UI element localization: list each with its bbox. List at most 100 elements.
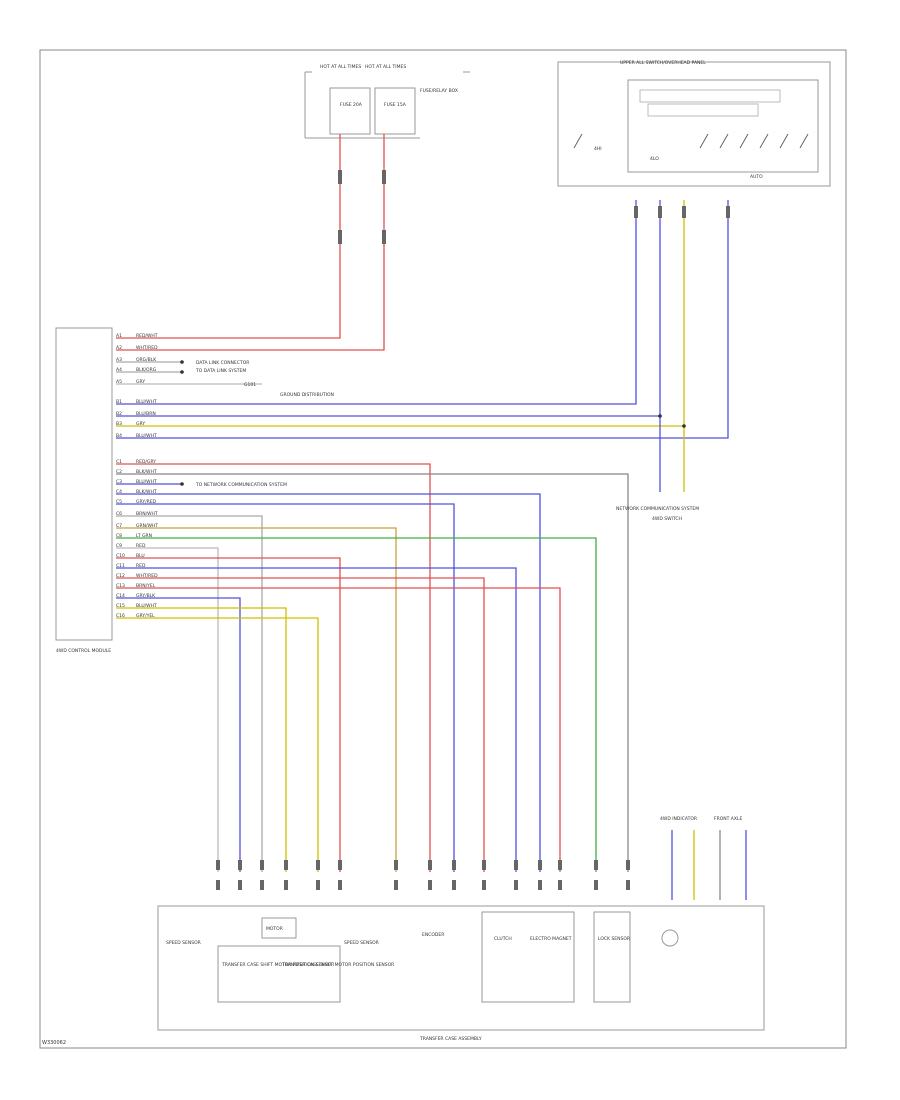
- wire-color-label: RED: [136, 563, 146, 569]
- electromagnet-label: ELECTRO MAGNET: [530, 936, 572, 942]
- connector-pin: [558, 860, 562, 870]
- front-axle-label: FRONT AXLE: [714, 816, 742, 822]
- encoder-label: ENCODER: [422, 932, 444, 938]
- junction-dot: [682, 424, 686, 428]
- wire-color-label: BLK/WHT: [136, 489, 157, 495]
- ecm-pin-label: C11: [116, 563, 125, 569]
- ecm-box: [55, 327, 113, 641]
- ecm-pin-label: C10: [116, 553, 125, 559]
- connector-pin: [452, 860, 456, 870]
- wire-color-label: RED/GRY: [136, 459, 156, 465]
- connector-pin: [338, 170, 342, 184]
- connector-pin: [394, 880, 398, 890]
- wire-c9: [116, 547, 219, 872]
- ecm-pin-label: B4: [116, 433, 122, 439]
- lock-sensor-label: LOCK SENSOR: [598, 936, 630, 942]
- connector-pin: [452, 880, 456, 890]
- ecm-pin-label: C7: [116, 523, 122, 529]
- connector-pin: [634, 206, 638, 218]
- wire-color-label: GRN/WHT: [136, 523, 158, 529]
- wire-color-label: ORG/BLK: [136, 357, 157, 363]
- wire-color-label: GRY/RED: [136, 499, 157, 505]
- wire-c1: [116, 463, 431, 872]
- ecm-pin-label: C8: [116, 533, 122, 539]
- ecm-pin-label: C1: [116, 459, 122, 465]
- fuse-right-label: FUSE 15A: [384, 102, 407, 108]
- wire-color-label: WHT/RED: [136, 345, 158, 351]
- ecm-pin-label: B2: [116, 411, 122, 417]
- note-data-link: DATA LINK CONNECTOR: [196, 360, 249, 366]
- wire-c5: [116, 503, 455, 872]
- connector-pin: [538, 880, 542, 890]
- ecm-pin-label: A3: [116, 357, 122, 363]
- wire-c10: [116, 557, 341, 872]
- wire-c6: [116, 515, 263, 872]
- connector-pin: [394, 860, 398, 870]
- ecm-pin-label: C2: [116, 469, 122, 475]
- note-switch-ground: 4WD SWITCH: [652, 516, 682, 522]
- wire-color-label: BLU: [136, 553, 145, 559]
- connector-pin: [482, 860, 486, 870]
- figure-id: W330062: [42, 1040, 66, 1046]
- ecm-pin-label: A5: [116, 379, 122, 385]
- ecm-pin-label: C12: [116, 573, 125, 579]
- connector-pin: [316, 860, 320, 870]
- connector-pin: [382, 170, 386, 184]
- wire-color-label: GRY/BLK: [136, 593, 156, 599]
- connector-pin: [260, 860, 264, 870]
- connector-pin: [338, 860, 342, 870]
- ecm-pin-label: A4: [116, 367, 122, 373]
- connector-pin: [514, 880, 518, 890]
- motor-label: MOTOR: [266, 926, 283, 932]
- ecm: 4WD CONTROL MODULE: [55, 327, 113, 654]
- junction-dot: [658, 414, 662, 418]
- ecm-pin-label: A2: [116, 345, 122, 351]
- fuse-box: HOT AT ALL TIMES HOT AT ALL TIMES FUSE 2…: [304, 64, 470, 139]
- switch-contacts: [573, 133, 809, 149]
- lock-sensor-box: [593, 911, 631, 1003]
- junction-dots: [180, 360, 686, 486]
- junction-dot: [180, 482, 184, 486]
- connector-pin: [238, 880, 242, 890]
- switch-harness: UPPER ALL SWITCH/OVERHEAD PANEL 4HI 4LO …: [557, 60, 831, 187]
- diagram-frame: [39, 49, 847, 1049]
- fuse-feed-left: HOT AT ALL TIMES: [320, 64, 361, 70]
- position-sensor-a: TRANSFER CASE SHIFT MOTOR POSITION SENSO…: [221, 962, 334, 968]
- speed-sensor-right: SPEED SENSOR: [344, 940, 379, 946]
- wire-c13: [116, 587, 561, 872]
- wire-color-label: GRY: [136, 379, 145, 385]
- wire-color-label: GRY/YEL: [136, 613, 155, 619]
- wire-c14: [116, 597, 241, 872]
- shift-motor-box: [217, 945, 341, 1003]
- connector-pin: [626, 860, 630, 870]
- wires: [116, 134, 747, 900]
- wire-c8: [116, 537, 597, 872]
- note-network: TO NETWORK COMMUNICATION SYSTEM: [195, 482, 287, 488]
- ecm-pin-label: B3: [116, 421, 122, 427]
- connector-pin: [514, 860, 518, 870]
- wire-c11: [116, 567, 517, 872]
- ecm-pin-label: C4: [116, 489, 122, 495]
- wire-color-label: BLU/WHT: [136, 479, 157, 485]
- position-sensor-b: TRANSFER CASE SHIFT MOTOR POSITION SENSO…: [281, 962, 394, 968]
- wire-c4: [116, 493, 541, 872]
- wire-c12: [116, 577, 485, 872]
- connector-pin: [594, 860, 598, 870]
- connector-pin: [216, 880, 220, 890]
- connector-pin: [284, 880, 288, 890]
- wire-color-label: LT GRN: [136, 533, 152, 539]
- ecm-pin-label: C5: [116, 499, 122, 505]
- switch-label-2: AUTO: [750, 174, 763, 180]
- ecm-pin-label: C6: [116, 511, 122, 517]
- ecm-pin-label: C15: [116, 603, 125, 609]
- motor-symbol: [261, 917, 297, 939]
- transfer-case-label: TRANSFER CASE ASSEMBLY: [419, 1036, 482, 1042]
- connector-pin: [238, 860, 242, 870]
- connector-pin: [284, 860, 288, 870]
- ecm-pin-label: C9: [116, 543, 122, 549]
- wire-color-label: BLU/WHT: [136, 603, 157, 609]
- fuse-left-label: FUSE 20A: [340, 102, 363, 108]
- wire-color-label: BLU/BRN: [136, 411, 156, 417]
- wire-c16: [116, 617, 319, 872]
- wire-b1: [116, 200, 637, 405]
